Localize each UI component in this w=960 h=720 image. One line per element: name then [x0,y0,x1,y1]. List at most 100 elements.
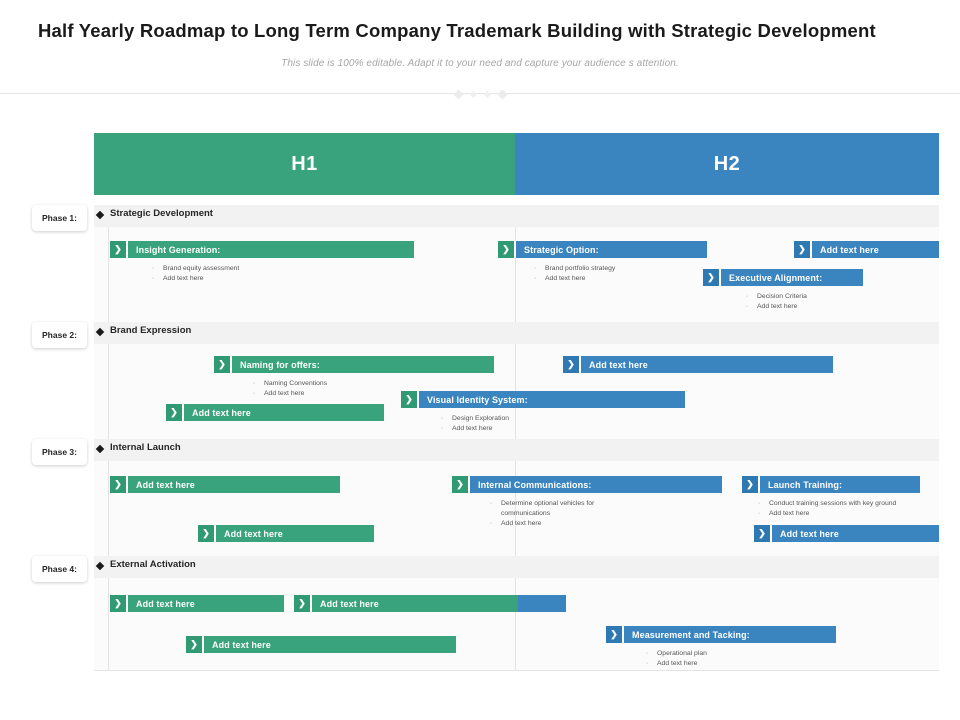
bullet-text: Add text here [757,303,798,310]
chevron-right-icon: ❯ [198,525,214,542]
diamond-marker-icon [95,444,105,454]
chevron-right-icon: ❯ [110,241,126,258]
task-bar-tail [518,595,566,612]
task-bar[interactable]: ❯ Add text here [110,476,340,493]
chevron-right-icon: ❯ [166,404,182,421]
task-bar-body: Add text here [214,525,374,542]
phase-title-2: Brand Expression [110,325,192,336]
task-bullets: ·Operational plan ·Add text here [645,650,707,667]
task-bar[interactable]: ❯ Add text here [794,241,939,258]
task-bar-body: Launch Training: [758,476,920,493]
task-bar[interactable]: ❯ Strategic Option: [498,241,707,258]
bullet-text: Add text here [769,510,810,517]
bullet-text: Operational plan [657,650,707,657]
chevron-right-icon: ❯ [214,356,230,373]
task-bar-body: Insight Generation: [126,241,414,258]
chevron-right-icon: ❯ [110,476,126,493]
phase-band-head-4: External Activation [94,556,939,578]
bullet-text: Brand portfolio strategy [545,265,616,272]
task-bar[interactable]: ❯ Add text here [754,525,939,542]
task-label: Measurement and Tacking: [632,629,750,640]
chevron-right-icon: ❯ [294,595,310,612]
chevron-right-icon: ❯ [452,476,468,493]
task-label: Internal Communications: [478,479,592,490]
task-label: Add text here [136,598,195,609]
phase-chip-4[interactable]: Phase 4: [32,556,87,582]
task-bar[interactable]: ❯ Naming for offers: [214,356,494,373]
bullet-text: Add text here [501,520,542,527]
task-bar-body: Add text here [126,595,284,612]
phase-chip-3[interactable]: Phase 3: [32,439,87,465]
task-bar-body: Naming for offers: [230,356,494,373]
task-bullets: ·Brand equity assessment ·Add text here [151,265,240,282]
task-bar-body: Add text here [310,595,566,612]
bullet-text: Design Exploration [452,415,510,422]
task-label: Launch Training: [768,479,843,490]
task-bar[interactable]: ❯ Add text here [563,356,833,373]
diamond-marker-icon [95,327,105,337]
task-label: Add text here [589,359,648,370]
diamond-icon [469,90,477,98]
bullet-text: Add text here [264,390,305,397]
phase-band-head-3: Internal Launch [94,439,939,461]
task-bar[interactable]: ❯ Add text here [198,525,374,542]
task-bullets: ·Conduct training sessions with key grou… [757,500,897,517]
diamond-icon [453,89,463,99]
task-bar-body: Measurement and Tacking: [622,626,836,643]
task-label: Naming for offers: [240,359,320,370]
task-bar[interactable]: ❯ Insight Generation: [110,241,414,258]
task-label: Add text here [320,598,379,609]
task-bar-body: Internal Communications: [468,476,722,493]
task-bullets: ·Determine optional vehicles for communi… [489,500,595,527]
bullet-text: Add text here [163,275,204,282]
chevron-right-icon: ❯ [186,636,202,653]
phase-title-3: Internal Launch [110,442,181,453]
divider-dots [0,88,960,100]
task-bullets: ·Decision Criteria ·Add text here [745,293,807,310]
task-label: Executive Alignment: [729,272,823,283]
phase-band-head-1: Strategic Development [94,205,939,227]
task-label: Add text here [224,528,283,539]
chevron-right-icon: ❯ [703,269,719,286]
task-label: Visual Identity System: [427,394,528,405]
diamond-marker-icon [95,561,105,571]
task-label: Add text here [136,479,195,490]
phase-chip-2[interactable]: Phase 2: [32,322,87,348]
task-bar[interactable]: ❯ Add text here [186,636,456,653]
half-bar-h2: H2 [515,133,939,195]
task-bar-body: Executive Alignment: [719,269,863,286]
task-bar[interactable]: ❯ Add text here [294,595,566,612]
task-bar-body: Add text here [202,636,456,653]
phase-chip-1[interactable]: Phase 1: [32,205,87,231]
task-label: Add text here [820,244,879,255]
task-label: Insight Generation: [136,244,221,255]
phase-band-body-4 [94,578,939,671]
task-bar[interactable]: ❯ Measurement and Tacking: [606,626,836,643]
chevron-right-icon: ❯ [110,595,126,612]
roadmap-chart: H1 H2 Strategic Development ❯ Insight Ge… [94,133,939,671]
task-bullets: ·Naming Conventions ·Add text here [252,380,328,397]
task-label: Add text here [192,407,251,418]
chevron-right-icon: ❯ [606,626,622,643]
chevron-right-icon: ❯ [742,476,758,493]
task-bar[interactable]: ❯ Visual Identity System: [401,391,685,408]
bullet-text: Determine optional vehicles for communic… [501,500,595,517]
task-bar[interactable]: ❯ Launch Training: [742,476,920,493]
task-bar-body: Strategic Option: [514,241,707,258]
page-subtitle: This slide is 100% editable. Adapt it to… [281,58,679,69]
phase-band-head-2: Brand Expression [94,322,939,344]
bullet-text: Conduct training sessions with key groun… [769,500,897,507]
task-bar-body: Add text here [126,476,340,493]
bullet-text: Add text here [657,660,698,667]
task-bar[interactable]: ❯ Add text here [110,595,284,612]
task-bar[interactable]: ❯ Executive Alignment: [703,269,863,286]
task-bullets: ·Brand portfolio strategy ·Add text here [533,265,616,282]
bullet-text: Brand equity assessment [163,265,240,272]
task-bar[interactable]: ❯ Internal Communications: [452,476,722,493]
half-bar-h1: H1 [94,133,515,195]
bullet-text: Add text here [452,425,493,432]
task-bar-body: Visual Identity System: [417,391,685,408]
task-label: Add text here [780,528,839,539]
task-bar[interactable]: ❯ Add text here [166,404,384,421]
chevron-right-icon: ❯ [754,525,770,542]
